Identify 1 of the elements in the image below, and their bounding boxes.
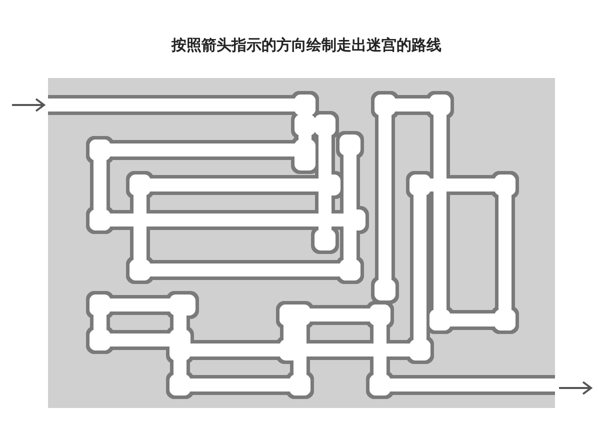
title-text: 按照箭头指示的方向绘制走出迷宫的路线: [172, 36, 442, 55]
